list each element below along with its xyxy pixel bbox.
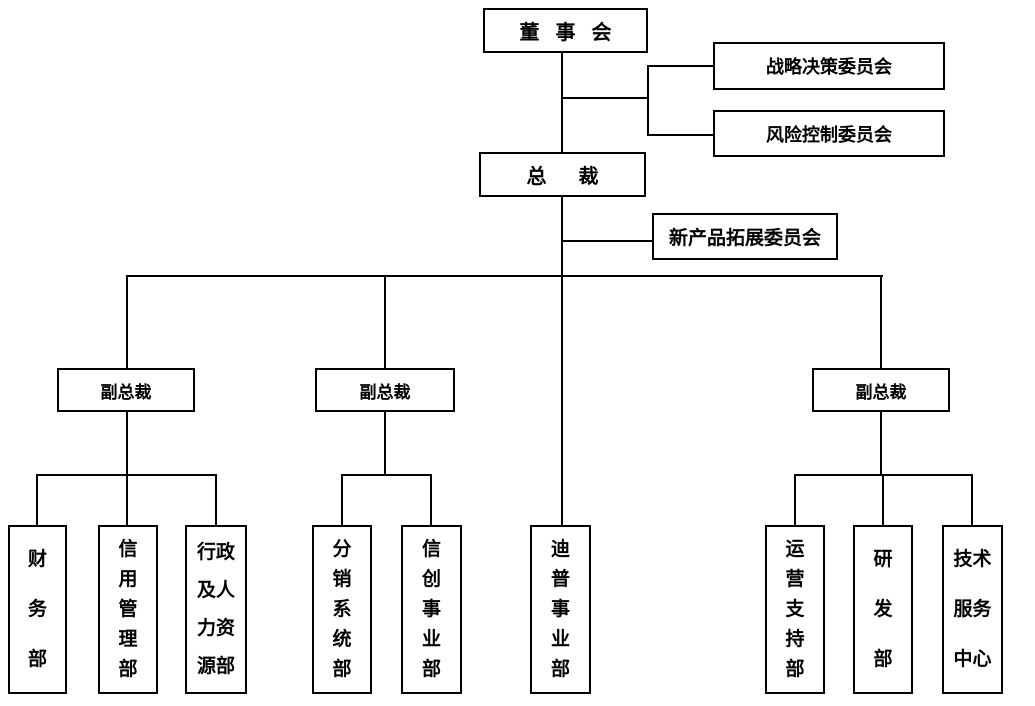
node-finance-dept: 财务部 (8, 525, 67, 694)
connector-ops-drop (794, 474, 796, 525)
node-dipu-business-dept: 迪普事业部 (530, 525, 591, 694)
connector-vp-right-stem (880, 412, 882, 474)
connector-vp-middle-drop (384, 275, 386, 368)
connector-vp-right-drop (880, 275, 882, 368)
node-president-label: 总裁 (526, 166, 631, 188)
connector-distribution-drop (341, 474, 343, 525)
node-risk-committee: 风险控制委员会 (713, 110, 945, 157)
connector-committee-riser (647, 65, 649, 136)
node-vp-middle: 副总裁 (315, 368, 455, 412)
connector-rd-drop (882, 474, 884, 525)
node-credit-mgmt-dept: 信用管理部 (98, 525, 158, 694)
connector-vp-left-drop (126, 275, 128, 368)
node-xinchuang-business-dept: 信创事业部 (401, 525, 462, 694)
node-board-label: 董事会 (519, 22, 628, 44)
node-new-product-committee: 新产品拓展委员会 (652, 213, 838, 260)
node-vp-middle-label: 副总裁 (359, 382, 411, 402)
node-admin-hr-dept: 行政及人力资源部 (185, 525, 247, 694)
node-tech-service-center: 技术服务中心 (942, 525, 1003, 694)
connector-xinchuang-drop (430, 474, 432, 525)
connector-finance-drop (36, 474, 38, 525)
node-distribution-systems-dept: 分销系统部 (312, 525, 372, 694)
connector-strategy-link (647, 65, 713, 67)
connector-board-president (561, 53, 563, 152)
connector-risk-link (647, 134, 713, 136)
connector-vp-left-stem (126, 412, 128, 474)
node-board: 董事会 (483, 8, 648, 53)
node-strategy-committee: 战略决策委员会 (713, 42, 945, 90)
connector-vp-middle-stem (384, 412, 386, 474)
connector-tech-center-drop (971, 474, 973, 525)
node-vp-right-label: 副总裁 (855, 382, 907, 402)
connector-new-product-link (561, 240, 652, 242)
node-rd-dept: 研发部 (853, 525, 913, 694)
connector-credit-drop (126, 474, 128, 525)
connector-main-horizontal (126, 275, 883, 277)
node-risk-committee-label: 风险控制委员会 (766, 124, 892, 145)
connector-vp-middle-horizontal (341, 474, 432, 476)
node-vp-right: 副总裁 (812, 368, 950, 412)
connector-committee-branch (561, 97, 649, 99)
node-vp-left-label: 副总裁 (100, 382, 152, 402)
node-vp-left: 副总裁 (57, 368, 195, 412)
connector-admin-hr-drop (215, 474, 217, 525)
node-president: 总裁 (479, 152, 646, 197)
node-operations-support-dept: 运营支持部 (765, 525, 825, 694)
connector-president-spine (561, 197, 563, 525)
node-new-product-committee-label: 新产品拓展委员会 (668, 228, 821, 249)
node-strategy-committee-label: 战略决策委员会 (766, 57, 892, 77)
